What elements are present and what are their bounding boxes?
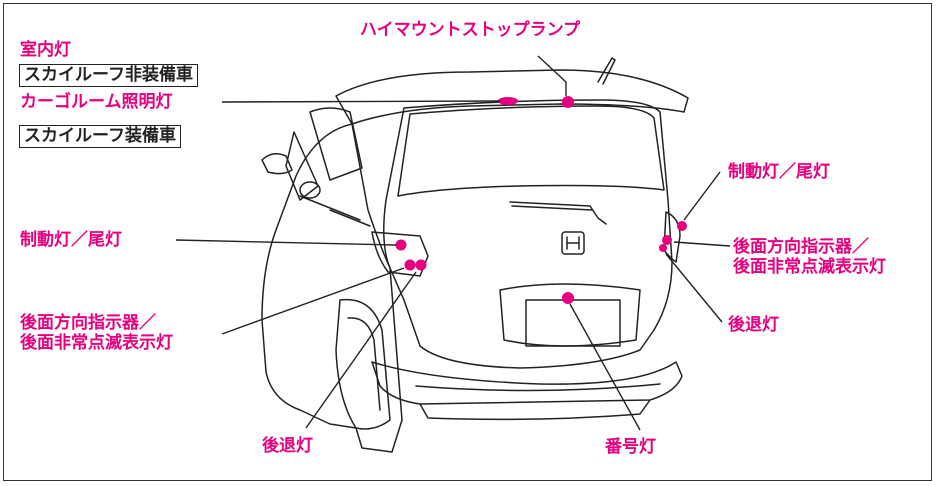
label-no-skyroof: スカイルーフ非装備車: [19, 64, 198, 87]
turn-right-marker: [662, 235, 672, 245]
rear-bumper: [371, 361, 683, 405]
wiper: [509, 201, 607, 225]
label-reverse-right: 後退灯: [728, 315, 779, 335]
license-plate: [525, 299, 621, 347]
honda-h-emblem-icon: [561, 231, 585, 255]
lamp-markers: [395, 96, 687, 304]
turn-left-marker-a: [404, 259, 416, 271]
label-room-lamp: 室内灯: [20, 40, 71, 60]
label-turn-hazard-left-1: 後面方向指示器／: [20, 313, 156, 333]
label-high-mount-stop: ハイマウントストップランプ: [360, 20, 581, 40]
license-marker: [562, 292, 574, 304]
label-reverse-left: 後退灯: [262, 436, 313, 456]
leader-turn-left: [221, 267, 405, 335]
label-license-plate: 番号灯: [605, 437, 656, 457]
label-with-skyroof: スカイルーフ装備車: [19, 125, 181, 148]
leader-reverse-left: [305, 271, 417, 429]
label-brake-tail-right: 制動灯／尾灯: [728, 162, 830, 182]
side-mirror: [261, 153, 293, 175]
side-window-front: [285, 131, 319, 201]
brake-right-marker: [677, 221, 687, 231]
high-mount-marker: [562, 96, 574, 108]
leader-license: [569, 303, 641, 431]
leader-brake-right: [683, 171, 721, 221]
leader-reverse-right: [665, 253, 723, 323]
roof-spoiler: [335, 69, 689, 125]
leader-lines: [175, 55, 731, 431]
label-brake-tail-left: 制動灯／尾灯: [20, 230, 122, 250]
tail-lamp-right: [663, 211, 681, 263]
label-turn-hazard-right-2: 後面非常点滅表示灯: [733, 257, 886, 277]
label-turn-hazard-left-2: 後面非常点滅表示灯: [20, 333, 173, 353]
rear-wheel-left: [335, 298, 391, 430]
label-turn-hazard-right-1: 後面方向指示器／: [733, 237, 869, 257]
tailgate: [383, 99, 673, 369]
side-window-rear: [309, 107, 363, 181]
leader-brake-left: [175, 239, 397, 246]
leader-turn-right: [673, 241, 731, 247]
reverse-right-marker: [659, 244, 667, 252]
body-outline: [261, 123, 403, 453]
license-recess: [499, 283, 641, 347]
antenna: [597, 57, 616, 85]
diagram-frame: [3, 3, 932, 481]
label-cargo-lamp: カーゴルーム照明灯: [20, 92, 173, 112]
leader-cargo: [221, 100, 501, 103]
cargo-lamp-marker: [498, 97, 518, 105]
leader-high-mount: [537, 55, 567, 96]
turn-left-marker-b: [415, 259, 427, 271]
rear-window: [397, 105, 665, 197]
brake-left-marker: [395, 239, 407, 251]
